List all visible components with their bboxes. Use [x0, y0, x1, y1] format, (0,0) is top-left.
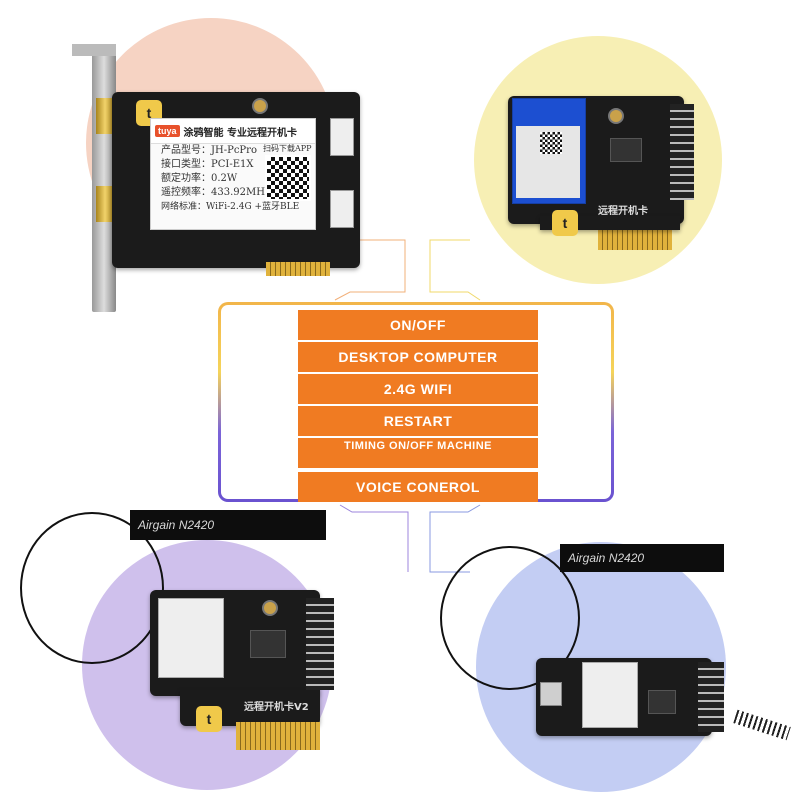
ic-chip [610, 138, 642, 162]
connector-bottom-right [429, 504, 481, 573]
label-row: 网络标准：WiFi-2.4G +蓝牙BLE [161, 202, 300, 212]
label-row: 额定功率：0.2W [161, 173, 238, 184]
ic-chip [250, 630, 286, 658]
silk-label: 远程开机卡V2 [244, 702, 309, 713]
button-icon [252, 98, 268, 114]
antenna-connector-top [96, 98, 114, 134]
button-icon [608, 108, 624, 124]
header-connector [330, 118, 354, 156]
qr-code-icon [265, 155, 311, 201]
label-header: tuya 涂鸦智能 专业远程开机卡 [151, 119, 315, 144]
antenna-connector-bottom [96, 186, 114, 222]
qr-caption: 扫码下载APP [263, 144, 312, 153]
pin-header [698, 662, 724, 732]
bracket-tab [72, 44, 116, 56]
antenna-cable [20, 512, 164, 664]
label-row: 接口类型：PCI-E1X [161, 159, 254, 170]
pcie-gold-fingers-top-left [266, 262, 330, 276]
connector-top-left [334, 239, 406, 301]
pcie-gold-fingers-bottom-left [236, 722, 320, 750]
connector-top-right [429, 239, 481, 301]
antenna-strip: Airgain N2420 [130, 510, 326, 540]
label-row: 遥控频率：433.92MHz [161, 187, 271, 198]
ic-chip [648, 690, 676, 714]
feature-wifi: 2.4G WIFI [298, 374, 538, 404]
label-title: 涂鸦智能 专业远程开机卡 [183, 127, 297, 139]
feature-timing: TIMING ON/OFF MACHINE [298, 438, 538, 468]
antenna-strip: Airgain N2420 [560, 544, 724, 572]
button-icon [262, 600, 278, 616]
silk-label: 远程开机卡 [598, 206, 648, 217]
feature-on-off: ON/OFF [298, 310, 538, 340]
antenna-label: Airgain N2420 [138, 518, 215, 532]
tuya-t-logo: t [196, 706, 222, 732]
product-label: tuya 涂鸦智能 专业远程开机卡 产品型号：JH-PcPro 接口类型：PCI… [150, 118, 316, 230]
pin-header [670, 104, 694, 200]
tuya-brand-badge: tuya [155, 125, 180, 137]
antenna-label: Airgain N2420 [568, 551, 645, 565]
qr-code-icon [540, 132, 562, 154]
tuya-t-logo: t [552, 210, 578, 236]
usb-port-icon [540, 682, 562, 706]
feature-desktop-computer: DESKTOP COMPUTER [298, 342, 538, 372]
connector-bottom-left [339, 504, 409, 572]
feature-voice-control: VOICE CONEROL [298, 472, 538, 502]
header-connector [330, 190, 354, 228]
label-row: 产品型号：JH-PcPro [161, 145, 257, 156]
feature-restart: RESTART [298, 406, 538, 436]
wifi-module [582, 662, 638, 728]
pin-header [306, 598, 334, 690]
wifi-module [158, 598, 224, 678]
antenna-cable [440, 546, 580, 690]
